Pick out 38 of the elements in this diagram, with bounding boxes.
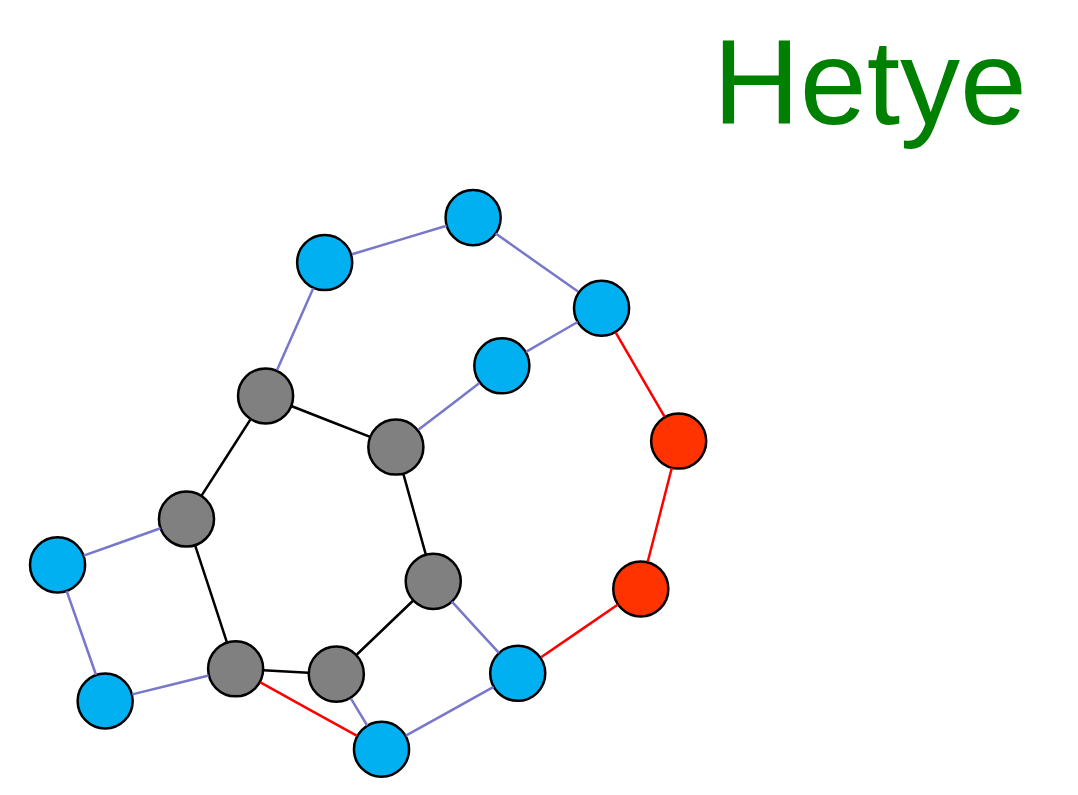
connector <box>65 590 97 676</box>
connector <box>614 331 666 418</box>
connector <box>82 527 161 557</box>
connector <box>417 382 480 431</box>
node-circle <box>572 279 630 337</box>
node-circle <box>157 490 215 548</box>
connector <box>401 473 427 555</box>
connector <box>275 287 314 371</box>
node-circle <box>611 560 670 618</box>
connector <box>494 232 579 293</box>
node-circle <box>472 337 531 395</box>
connector <box>646 467 673 563</box>
connector <box>262 669 308 674</box>
node-circle <box>403 552 462 611</box>
connector <box>290 404 371 439</box>
connector <box>540 603 619 659</box>
node-circle <box>352 720 410 779</box>
connector <box>355 600 414 656</box>
connector <box>259 681 358 737</box>
label: Hetye <box>712 15 1027 150</box>
node-circle <box>307 645 365 703</box>
connector <box>524 320 578 353</box>
node-circle <box>649 412 707 470</box>
connector <box>351 224 447 256</box>
node-circle <box>443 188 502 247</box>
node-circle <box>236 367 294 425</box>
connector <box>193 545 228 643</box>
node-circle <box>488 644 546 703</box>
node-circle <box>28 536 86 594</box>
connector <box>404 685 494 737</box>
connector <box>450 600 500 654</box>
node-circle <box>206 640 264 698</box>
connector <box>349 697 368 727</box>
connector <box>200 419 251 497</box>
node-circle <box>295 233 353 292</box>
connector <box>131 674 209 696</box>
node-circle <box>366 418 425 476</box>
node-circle <box>75 672 134 730</box>
